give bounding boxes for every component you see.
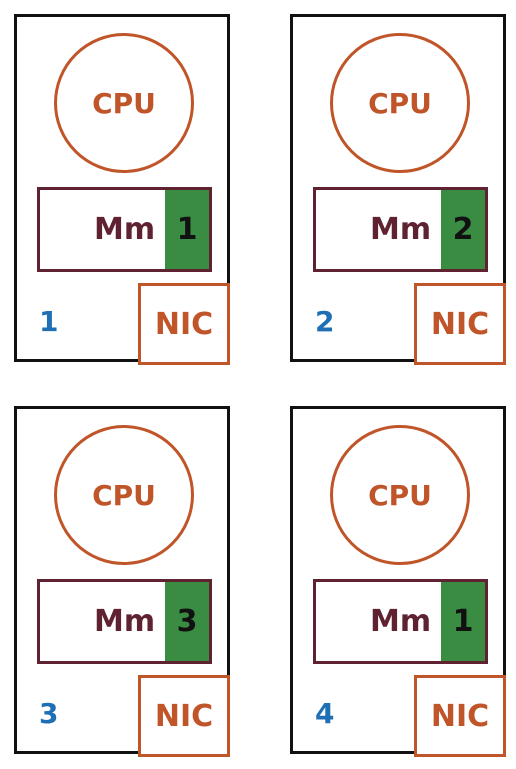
nic-label: NIC bbox=[154, 698, 214, 734]
memory-block: Mm 2 bbox=[313, 187, 488, 272]
cpu-circle: CPU bbox=[54, 425, 194, 565]
cpu-label: CPU bbox=[92, 478, 156, 512]
nic-label: NIC bbox=[154, 306, 214, 342]
nic-box: NIC bbox=[138, 675, 230, 757]
node-number: 3 bbox=[39, 697, 59, 730]
node-number: 1 bbox=[39, 305, 59, 338]
nic-box: NIC bbox=[414, 675, 506, 757]
memory-block: Mm 3 bbox=[37, 579, 212, 664]
memory-label: Mm bbox=[370, 604, 432, 639]
node-3: CPU Mm 3 3 NIC bbox=[14, 406, 230, 757]
memory-slot: 3 bbox=[165, 582, 209, 661]
cpu-circle: CPU bbox=[54, 33, 194, 173]
memory-label: Mm bbox=[370, 212, 432, 247]
memory-label: Mm bbox=[94, 604, 156, 639]
memory-slot: 1 bbox=[441, 582, 485, 661]
memory-slot-value: 1 bbox=[452, 604, 474, 639]
memory-slot-value: 3 bbox=[176, 604, 198, 639]
nic-box: NIC bbox=[138, 283, 230, 365]
memory-label: Mm bbox=[94, 212, 156, 247]
nic-label: NIC bbox=[430, 698, 490, 734]
node-2: CPU Mm 2 2 NIC bbox=[290, 14, 506, 365]
memory-slot: 2 bbox=[441, 190, 485, 269]
memory-slot: 1 bbox=[165, 190, 209, 269]
cpu-label: CPU bbox=[368, 478, 432, 512]
node-number: 2 bbox=[315, 305, 335, 338]
cpu-label: CPU bbox=[368, 86, 432, 120]
node-1: CPU Mm 1 1 NIC bbox=[14, 14, 230, 365]
memory-slot-value: 1 bbox=[176, 212, 198, 247]
memory-block: Mm 1 bbox=[313, 579, 488, 664]
nic-label: NIC bbox=[430, 306, 490, 342]
memory-slot-value: 2 bbox=[452, 212, 474, 247]
node-4: CPU Mm 1 4 NIC bbox=[290, 406, 506, 757]
nic-box: NIC bbox=[414, 283, 506, 365]
memory-block: Mm 1 bbox=[37, 187, 212, 272]
cpu-circle: CPU bbox=[330, 425, 470, 565]
cpu-label: CPU bbox=[92, 86, 156, 120]
cpu-circle: CPU bbox=[330, 33, 470, 173]
node-number: 4 bbox=[315, 697, 335, 730]
